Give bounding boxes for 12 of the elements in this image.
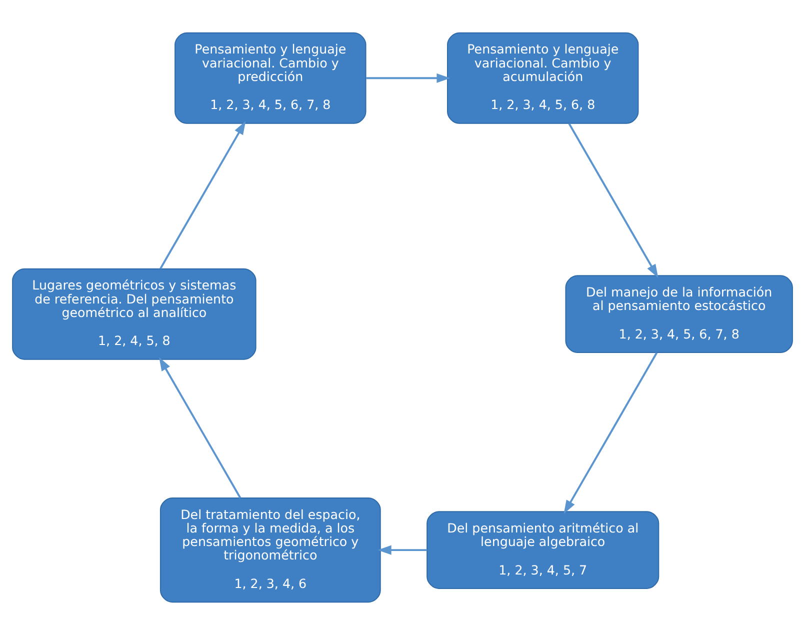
node-box: Pensamiento y lenguaje variacional. Cambio y predicción 1, 2, 3, 4, 5, 6, 7, 8 [174,32,366,124]
node-box: Del manejo de la información al pensamiento estocástico 1, 2, 3, 4, 5, 6, 7, 8 [565,274,793,353]
arrow [378,544,427,554]
arrow [564,352,658,514]
node-box: Pensamiento y lenguaje variacional. Cambio y acumulación 1, 2, 3, 4, 5, 6, 8 [447,32,639,124]
arrow [159,356,242,498]
arrow [160,120,246,269]
arrow [366,72,450,82]
node-box: Lugares geométricos y sistemas de referencia. Del pensamiento geométrico al analítico 1, 2, 4, 5, 8 [12,268,256,360]
arrow [568,122,658,278]
node-box: Del pensamiento aritmético al lenguaje algebraico 1, 2, 3, 4, 5, 7 [426,510,660,588]
node-box: Del tratamiento del espacio, la forma y la medida, a los pensamientos geométrico y trigonométrico 1, 2, 3, 4, 6 [160,497,381,602]
